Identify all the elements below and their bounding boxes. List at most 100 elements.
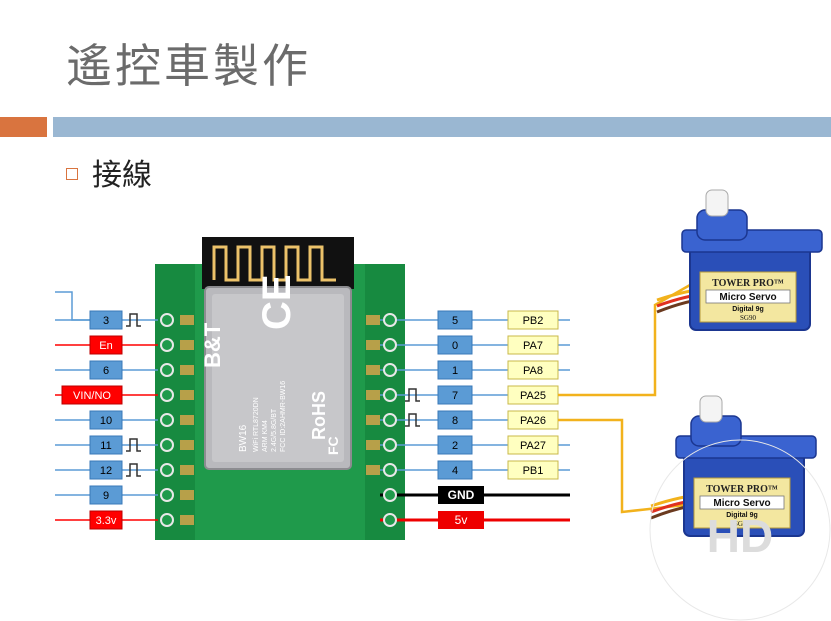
right-pin-number: 7 <box>452 390 458 402</box>
right-pin-number: 8 <box>452 415 458 427</box>
left-pin-label-box <box>89 310 123 330</box>
pwm-wave-icon <box>405 388 420 402</box>
left-pin-label: En <box>99 340 112 352</box>
ce-mark: CE <box>255 274 299 330</box>
bullet-text: 接線 <box>92 158 152 193</box>
servo-sub: Digital 9g <box>726 512 758 519</box>
right-pin-number-box <box>437 310 473 330</box>
right-pin-name: PA27 <box>520 440 546 452</box>
pwm-wave-icon <box>126 313 141 327</box>
right-pin-number: 0 <box>452 340 458 352</box>
right-pin-number: 1 <box>452 365 458 377</box>
left-pin-label-box <box>89 335 123 355</box>
left-pin-row: 11 <box>55 435 194 455</box>
servo-code: SG90 <box>734 520 750 528</box>
left-pin-label: 3 <box>103 315 109 327</box>
left-pin-row: 3.3v <box>55 510 194 530</box>
right-pin-name-box <box>507 310 559 330</box>
right-pin-number-box <box>437 460 473 480</box>
right-pin-number-box <box>437 360 473 380</box>
v5-row: 5v <box>380 511 570 529</box>
header-hole <box>383 438 397 452</box>
module-spec-line: FCC ID:2AHMR-BW16 <box>280 381 287 452</box>
right-pin-name-box <box>507 360 559 380</box>
v5-label-box <box>438 511 484 529</box>
header-hole <box>160 363 174 377</box>
left-pin-label: 12 <box>100 465 112 477</box>
left-pin-row: 3 <box>55 310 194 330</box>
right-pin-name-box <box>507 460 559 480</box>
servo-brand: TOWER PRO™ <box>706 484 778 495</box>
header-hole <box>160 413 174 427</box>
right-pin-row: 1 PA8 <box>366 360 570 380</box>
servo-code: SG90 <box>740 314 756 322</box>
bullet-square-icon <box>66 168 78 180</box>
left-pin-row: 12 <box>55 460 194 480</box>
module-spec-line: 2.4G/5.8G/BT <box>271 408 278 452</box>
slide-title: 遙控車製作 <box>66 39 311 93</box>
header-hole <box>160 463 174 477</box>
header-hole <box>160 338 174 352</box>
left-pin-label: 11 <box>100 440 111 452</box>
header-hole <box>160 313 174 327</box>
gnd-row: GND <box>380 486 570 504</box>
right-pin-row: 7 PA25 <box>366 385 570 405</box>
header-hole <box>383 463 397 477</box>
left-pin-label: 3.3v <box>96 515 117 527</box>
right-pin-name: PA25 <box>520 390 546 402</box>
header-hole <box>383 338 397 352</box>
right-pin-number: 5 <box>452 315 458 327</box>
left-pin-label-box <box>89 485 123 505</box>
rohs-mark: RoHS <box>309 391 329 440</box>
left-pin-label-box <box>89 460 123 480</box>
left-pin-label-box <box>89 510 123 530</box>
module-spec-line: ARM KM4 <box>262 420 269 452</box>
module-brand: B&T <box>200 322 225 368</box>
right-pin-name: PB1 <box>523 465 544 477</box>
signal-wire-2 <box>558 418 686 514</box>
right-pin-name: PB2 <box>523 315 544 327</box>
header-hole <box>160 438 174 452</box>
fc-mark: FC <box>325 436 341 455</box>
left-pin-row: VIN/NO <box>55 385 194 405</box>
left-pin-row: 6 <box>55 360 194 380</box>
header-accent-bar <box>0 117 47 137</box>
right-pin-number-box <box>437 335 473 355</box>
left-pin-label: VIN/NO <box>73 390 111 402</box>
header-hole <box>383 388 397 402</box>
header-hole <box>160 388 174 402</box>
right-pin-number: 2 <box>452 440 458 452</box>
header-hole <box>383 413 397 427</box>
right-pin-row: 2 PA27 <box>366 435 570 455</box>
header-bar <box>53 117 831 137</box>
right-pin-name: PA8 <box>523 365 543 377</box>
left-pin-label-box <box>61 385 123 405</box>
left-pin-label: 9 <box>103 490 109 502</box>
pwm-wave-icon <box>126 463 141 477</box>
right-pin-name: PA26 <box>520 415 546 427</box>
module-model: BW16 <box>238 424 249 452</box>
right-pin-number-box <box>437 410 473 430</box>
left-pin-row: En <box>55 335 194 355</box>
left-pin-label-box <box>89 435 123 455</box>
servo-brand: TOWER PRO™ <box>712 278 784 289</box>
right-pin-number: 4 <box>452 465 458 477</box>
right-pin-name-box <box>507 335 559 355</box>
gnd-label: GND <box>448 488 475 502</box>
left-pin-label: 6 <box>103 365 109 377</box>
pwm-wave-icon <box>405 413 420 427</box>
right-pin-name-box <box>507 435 559 455</box>
watermark-ring <box>649 439 831 621</box>
watermark-logo: HD <box>707 510 773 562</box>
servo-model: Micro Servo <box>719 292 776 303</box>
v5-label: 5v <box>455 513 468 527</box>
left-pin-label: 10 <box>100 415 112 427</box>
right-pin-number-box <box>437 385 473 405</box>
servo-model: Micro Servo <box>713 498 770 509</box>
right-pin-number-box <box>437 435 473 455</box>
right-pin-row: 4 PB1 <box>366 460 570 480</box>
